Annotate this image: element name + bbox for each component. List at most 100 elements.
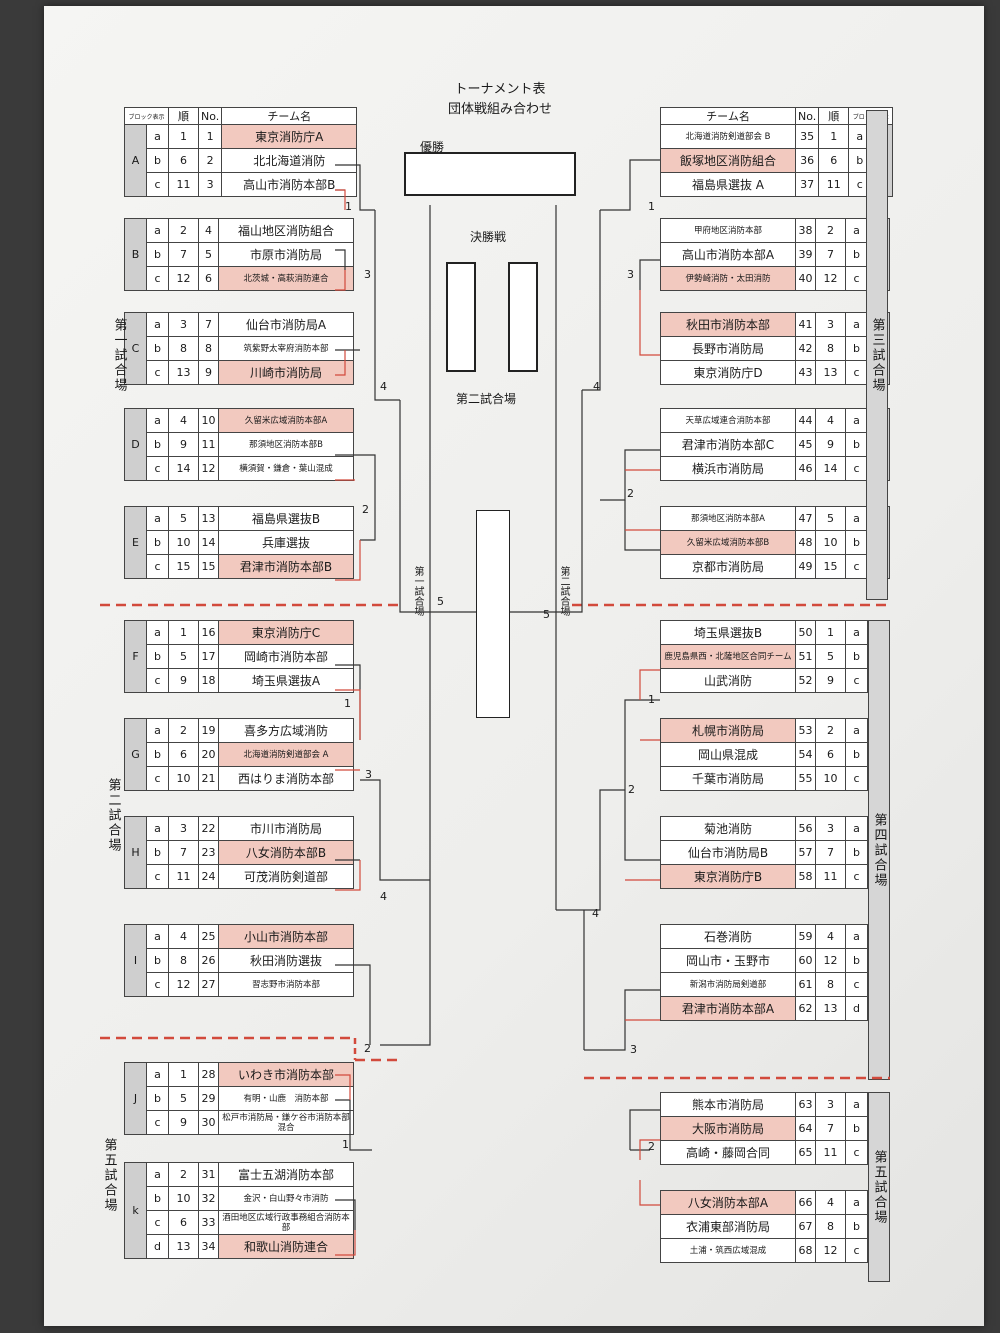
sub-letter: b (146, 1086, 169, 1111)
order-number: 12 (168, 266, 199, 291)
team-name: 熊本市消防局 (660, 1092, 796, 1117)
round-left-1b: 1 (344, 697, 351, 710)
team-number: 68 (795, 1238, 816, 1263)
team-name: 山武消防 (660, 668, 796, 693)
team-number: 35 (794, 124, 820, 149)
round-right-2b: 2 (628, 783, 635, 796)
team-name: 菊池消防 (660, 816, 796, 841)
team-number: 2 (197, 148, 223, 173)
team-name: 君津市消防本部B (218, 554, 354, 579)
team-name: 酒田地区広域行政事務組合消防本部 (218, 1210, 354, 1235)
team-name: 小山市消防本部 (218, 924, 354, 949)
order-number: 7 (168, 840, 199, 865)
team-number: 54 (795, 742, 816, 767)
team-number: 4 (198, 218, 219, 243)
order-number: 6 (168, 1210, 199, 1235)
sub-letter: c (845, 1238, 868, 1263)
order-number: 6 (168, 742, 199, 767)
sub-letter: b (845, 1214, 868, 1239)
venue-label-2: 第二試合場 (105, 777, 121, 853)
order-number: 2 (815, 718, 846, 743)
team-number: 15 (198, 554, 219, 579)
team-name: 千葉市消防局 (660, 766, 796, 791)
team-name: 市川市消防局 (218, 816, 354, 841)
final-venue-label: 第二試合場 (456, 392, 517, 406)
team-number: 24 (198, 864, 219, 889)
order-number: 1 (168, 1062, 199, 1087)
sub-letter: b (146, 432, 169, 457)
team-name: 鹿児島県西・北薩地区合同チーム (660, 644, 796, 669)
semifinal-box (476, 510, 510, 718)
sub-letter: b (146, 530, 169, 555)
team-number: 61 (795, 972, 816, 997)
venue-label-3: 第三試合場 (866, 110, 888, 600)
team-number: 19 (198, 718, 219, 743)
sub-letter: a (845, 816, 868, 841)
team-name: 松戸市消防局・鎌ケ谷市消防本部混合 (218, 1110, 354, 1135)
team-number: 5 (198, 242, 219, 267)
sub-letter: b (845, 530, 868, 555)
order-number: 9 (815, 668, 846, 693)
team-number: 65 (795, 1140, 816, 1165)
round-right-1a: 1 (648, 200, 655, 213)
round-right-3b: 3 (630, 1043, 637, 1056)
sub-letter: b (146, 644, 169, 669)
sub-letter: c (146, 266, 169, 291)
sub-letter: c (146, 972, 169, 997)
round-right-1b: 1 (648, 693, 655, 706)
team-number: 36 (794, 148, 820, 173)
sub-letter: b (845, 840, 868, 865)
champion-box (404, 152, 576, 196)
round-right-2a: 2 (627, 487, 634, 500)
team-name: 喜多方広域消防 (218, 718, 354, 743)
team-name: 北海道消防剣道部会 B (660, 124, 796, 149)
team-name: 高崎・藤岡合同 (660, 1140, 796, 1165)
team-number: 27 (198, 972, 219, 997)
block-letter: C (124, 312, 147, 385)
order-number: 15 (168, 554, 199, 579)
order-number: 8 (815, 972, 846, 997)
team-number: 29 (198, 1086, 219, 1111)
order-number: 6 (168, 148, 199, 173)
team-number: 52 (795, 668, 816, 693)
sub-letter: b (146, 1186, 169, 1211)
team-number: 6 (198, 266, 219, 291)
order-number: 13 (815, 996, 846, 1021)
block-letter: k (124, 1162, 147, 1259)
round-right-2c: 2 (648, 1140, 655, 1153)
team-name: 富士五湖消防本部 (218, 1162, 354, 1187)
team-name: 札幌市消防局 (660, 718, 796, 743)
sub-letter: c (845, 456, 868, 481)
order-number: 5 (815, 506, 846, 531)
team-name: 北茨城・高萩消防連合 (218, 266, 354, 291)
sub-letter: c (845, 864, 868, 889)
order-number: 9 (168, 668, 199, 693)
final-label: 決勝戦 (470, 230, 507, 244)
team-name: 東京消防庁B (660, 864, 796, 889)
team-number: 63 (795, 1092, 816, 1117)
